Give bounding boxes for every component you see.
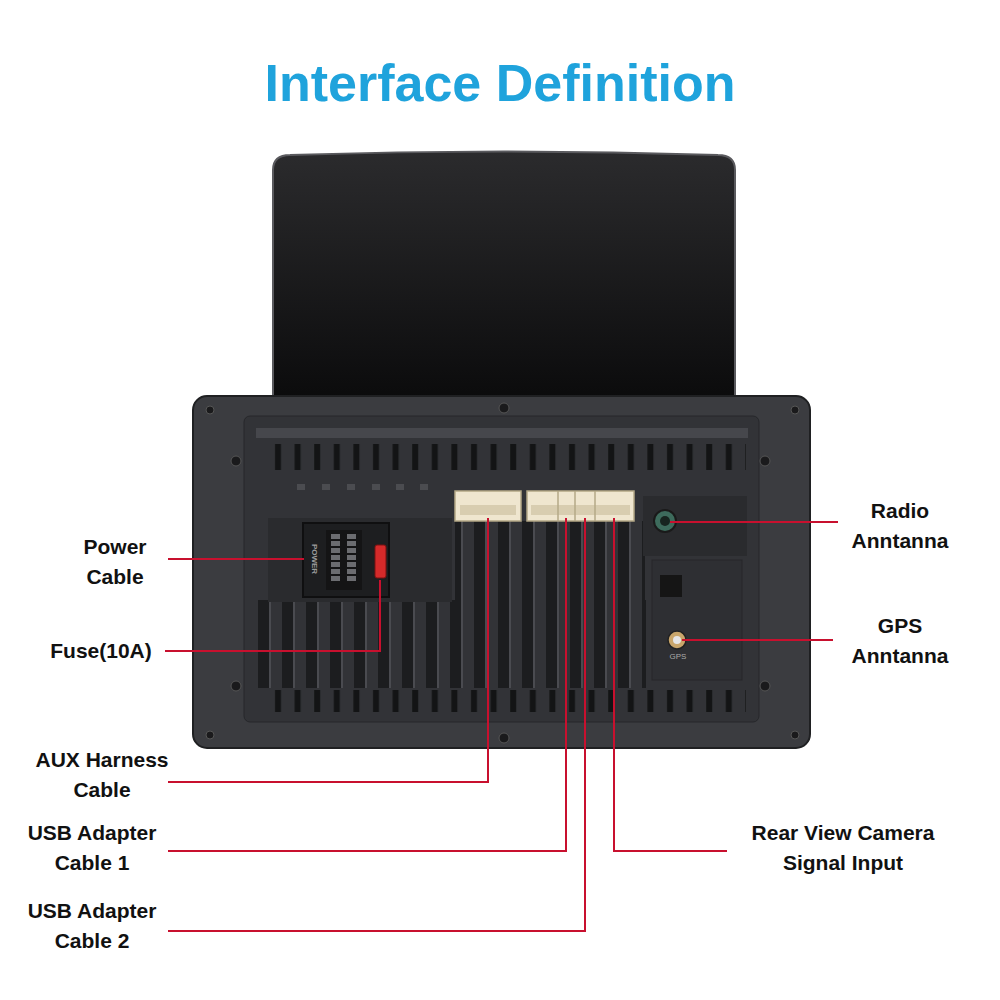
- callout-label: USB Adapter Cable 2: [16, 896, 168, 956]
- power-connector: [331, 534, 356, 581]
- screw: [499, 733, 509, 743]
- callout-label: Fuse(10A): [50, 636, 152, 666]
- power-connector: [347, 548, 356, 553]
- housing: [268, 690, 746, 712]
- grille: [258, 600, 646, 688]
- power-connector: [347, 562, 356, 567]
- screen: [273, 152, 735, 401]
- harness-connector: [531, 505, 630, 515]
- screw: [206, 731, 214, 739]
- harness-connector: [455, 491, 634, 521]
- screen: [273, 152, 735, 401]
- callout-label: GPS Anntanna: [840, 611, 960, 671]
- leader-line: [168, 558, 304, 560]
- power-connector: [331, 562, 340, 567]
- leader-line: [614, 518, 727, 851]
- callout-label: AUX Harness Cable: [26, 745, 178, 805]
- harness-connector: [574, 491, 576, 521]
- power-connector: [347, 541, 356, 546]
- small-tab: [297, 484, 428, 490]
- callout-label: Power Cable: [69, 532, 161, 592]
- housing: [268, 444, 746, 470]
- power-connector: [326, 530, 362, 590]
- screw: [231, 681, 241, 691]
- callout-label: USB Adapter Cable 1: [16, 818, 168, 878]
- power-connector: [331, 534, 340, 539]
- housing: [193, 396, 810, 748]
- screw: [206, 406, 214, 414]
- power-connector: [331, 555, 340, 560]
- housing: [256, 428, 748, 438]
- harness-connector: [460, 505, 516, 515]
- power-connector: [331, 541, 340, 546]
- power-connector: [347, 534, 356, 539]
- power-connector: [331, 548, 340, 553]
- leader-line: [682, 639, 833, 641]
- antenna-port: [660, 575, 682, 597]
- housing: [193, 396, 810, 748]
- antenna-port: [652, 560, 742, 680]
- leader-line: [168, 518, 566, 851]
- small-tab: [372, 484, 380, 490]
- leader-line: [165, 518, 838, 931]
- screw: [206, 403, 799, 743]
- small-tab: [396, 484, 404, 490]
- harness-connector: [527, 491, 634, 521]
- small-tab: [420, 484, 428, 490]
- screw: [791, 406, 799, 414]
- leader-line: [670, 521, 838, 523]
- fuse: [375, 545, 386, 578]
- small-tab: [322, 484, 330, 490]
- housing: [244, 416, 759, 722]
- screw: [231, 456, 241, 466]
- leader-line: [168, 518, 585, 931]
- power-connector: [347, 555, 356, 560]
- harness-connector: [557, 491, 559, 521]
- power-connector: [347, 569, 356, 574]
- antenna-port: [660, 516, 670, 526]
- diagram-title: Interface Definition: [265, 52, 736, 114]
- screw: [499, 403, 509, 413]
- power-connector: [347, 576, 356, 581]
- port-marking: GPS: [670, 652, 687, 662]
- callout-label: Rear View Camera Signal Input: [737, 818, 949, 878]
- power-connector: [331, 569, 340, 574]
- callout-label: Radio Anntanna: [840, 496, 960, 556]
- power-connector: [303, 523, 389, 597]
- grille: [455, 521, 645, 601]
- leader-line: [165, 580, 380, 651]
- small-tab: [297, 484, 305, 490]
- connector-marking: POWER: [309, 544, 319, 574]
- screw: [791, 731, 799, 739]
- antenna-port: [643, 496, 747, 680]
- small-tab: [347, 484, 355, 490]
- leader-line: [168, 518, 488, 782]
- screw: [760, 456, 770, 466]
- fuse: [375, 545, 386, 578]
- harness-connector: [455, 491, 521, 521]
- antenna-port: [643, 496, 747, 556]
- power-connector: [331, 576, 340, 581]
- antenna-port: [673, 636, 681, 644]
- screw: [760, 681, 770, 691]
- harness-connector: [594, 491, 596, 521]
